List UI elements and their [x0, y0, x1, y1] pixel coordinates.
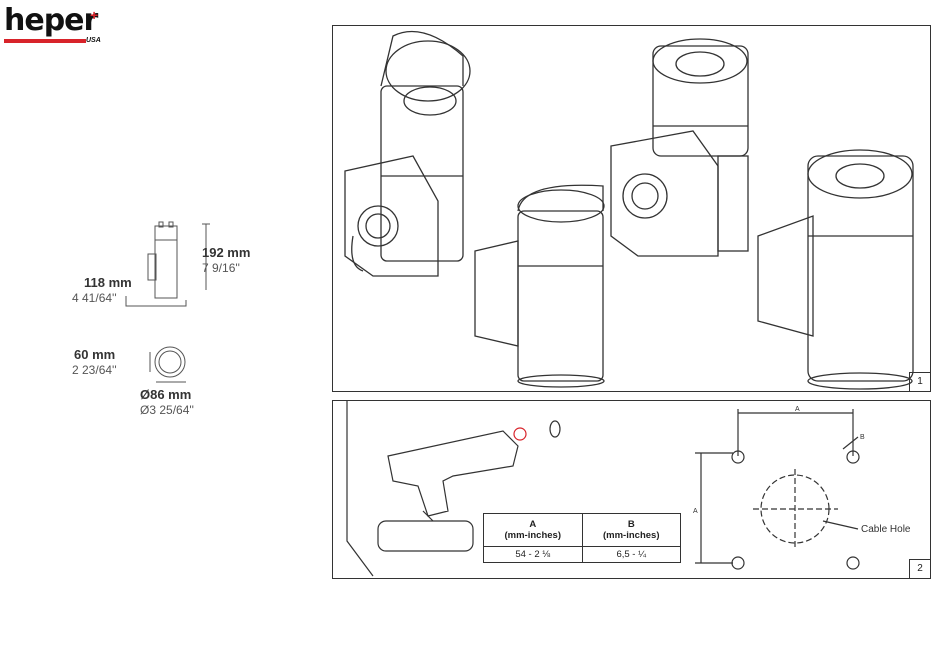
brand-plus-icon: + [90, 8, 98, 22]
col-b-header: B (mm-inches) [582, 514, 681, 547]
top-view-drawing [140, 340, 200, 390]
hole-pattern-diagram [695, 409, 859, 569]
brand-logo: heper + USA [4, 6, 124, 46]
diameter-inch: Ø3 25/64'' [140, 403, 194, 417]
diameter-mm: Ø86 mm [140, 387, 191, 402]
panel-number: 1 [909, 372, 930, 391]
col-b-value: 6,5 - ¼ [582, 547, 681, 563]
fixture-angled-cowl-2 [475, 185, 604, 387]
height-mm: 192 mm [202, 245, 250, 260]
width-mm: 60 mm [74, 347, 115, 362]
brand-suffix: USA [86, 37, 101, 44]
col-a-header: A (mm-inches) [484, 514, 583, 547]
brand-underline [4, 39, 86, 43]
fixture-angled-cowl-1 [345, 32, 470, 277]
spec-table: A (mm-inches) B (mm-inches) 54 - 2 ⅛ 6,5… [483, 513, 681, 563]
product-variants-panel: 1 [332, 25, 931, 392]
cable-hole-label: Cable Hole [861, 524, 911, 535]
panel-number: 2 [909, 559, 930, 578]
col-a-value: 54 - 2 ⅛ [484, 547, 583, 563]
brand-name: heper [4, 6, 97, 36]
width-inch: 2 23/64'' [72, 363, 117, 377]
label-b: B [860, 434, 865, 441]
fixture-cylinder-wall [758, 150, 913, 389]
fixture-cylinder-box [611, 39, 748, 256]
label-a-side: A [693, 508, 698, 515]
product-illustrations [333, 26, 930, 391]
depth-mm: 118 mm [84, 275, 132, 290]
label-a-top: A [795, 406, 800, 413]
height-inch: 7 9/16'' [202, 261, 240, 275]
installation-panel: A A B Cable Hole A (mm-inches) B (mm-inc… [332, 400, 931, 579]
depth-inch: 4 41/64'' [72, 291, 117, 305]
